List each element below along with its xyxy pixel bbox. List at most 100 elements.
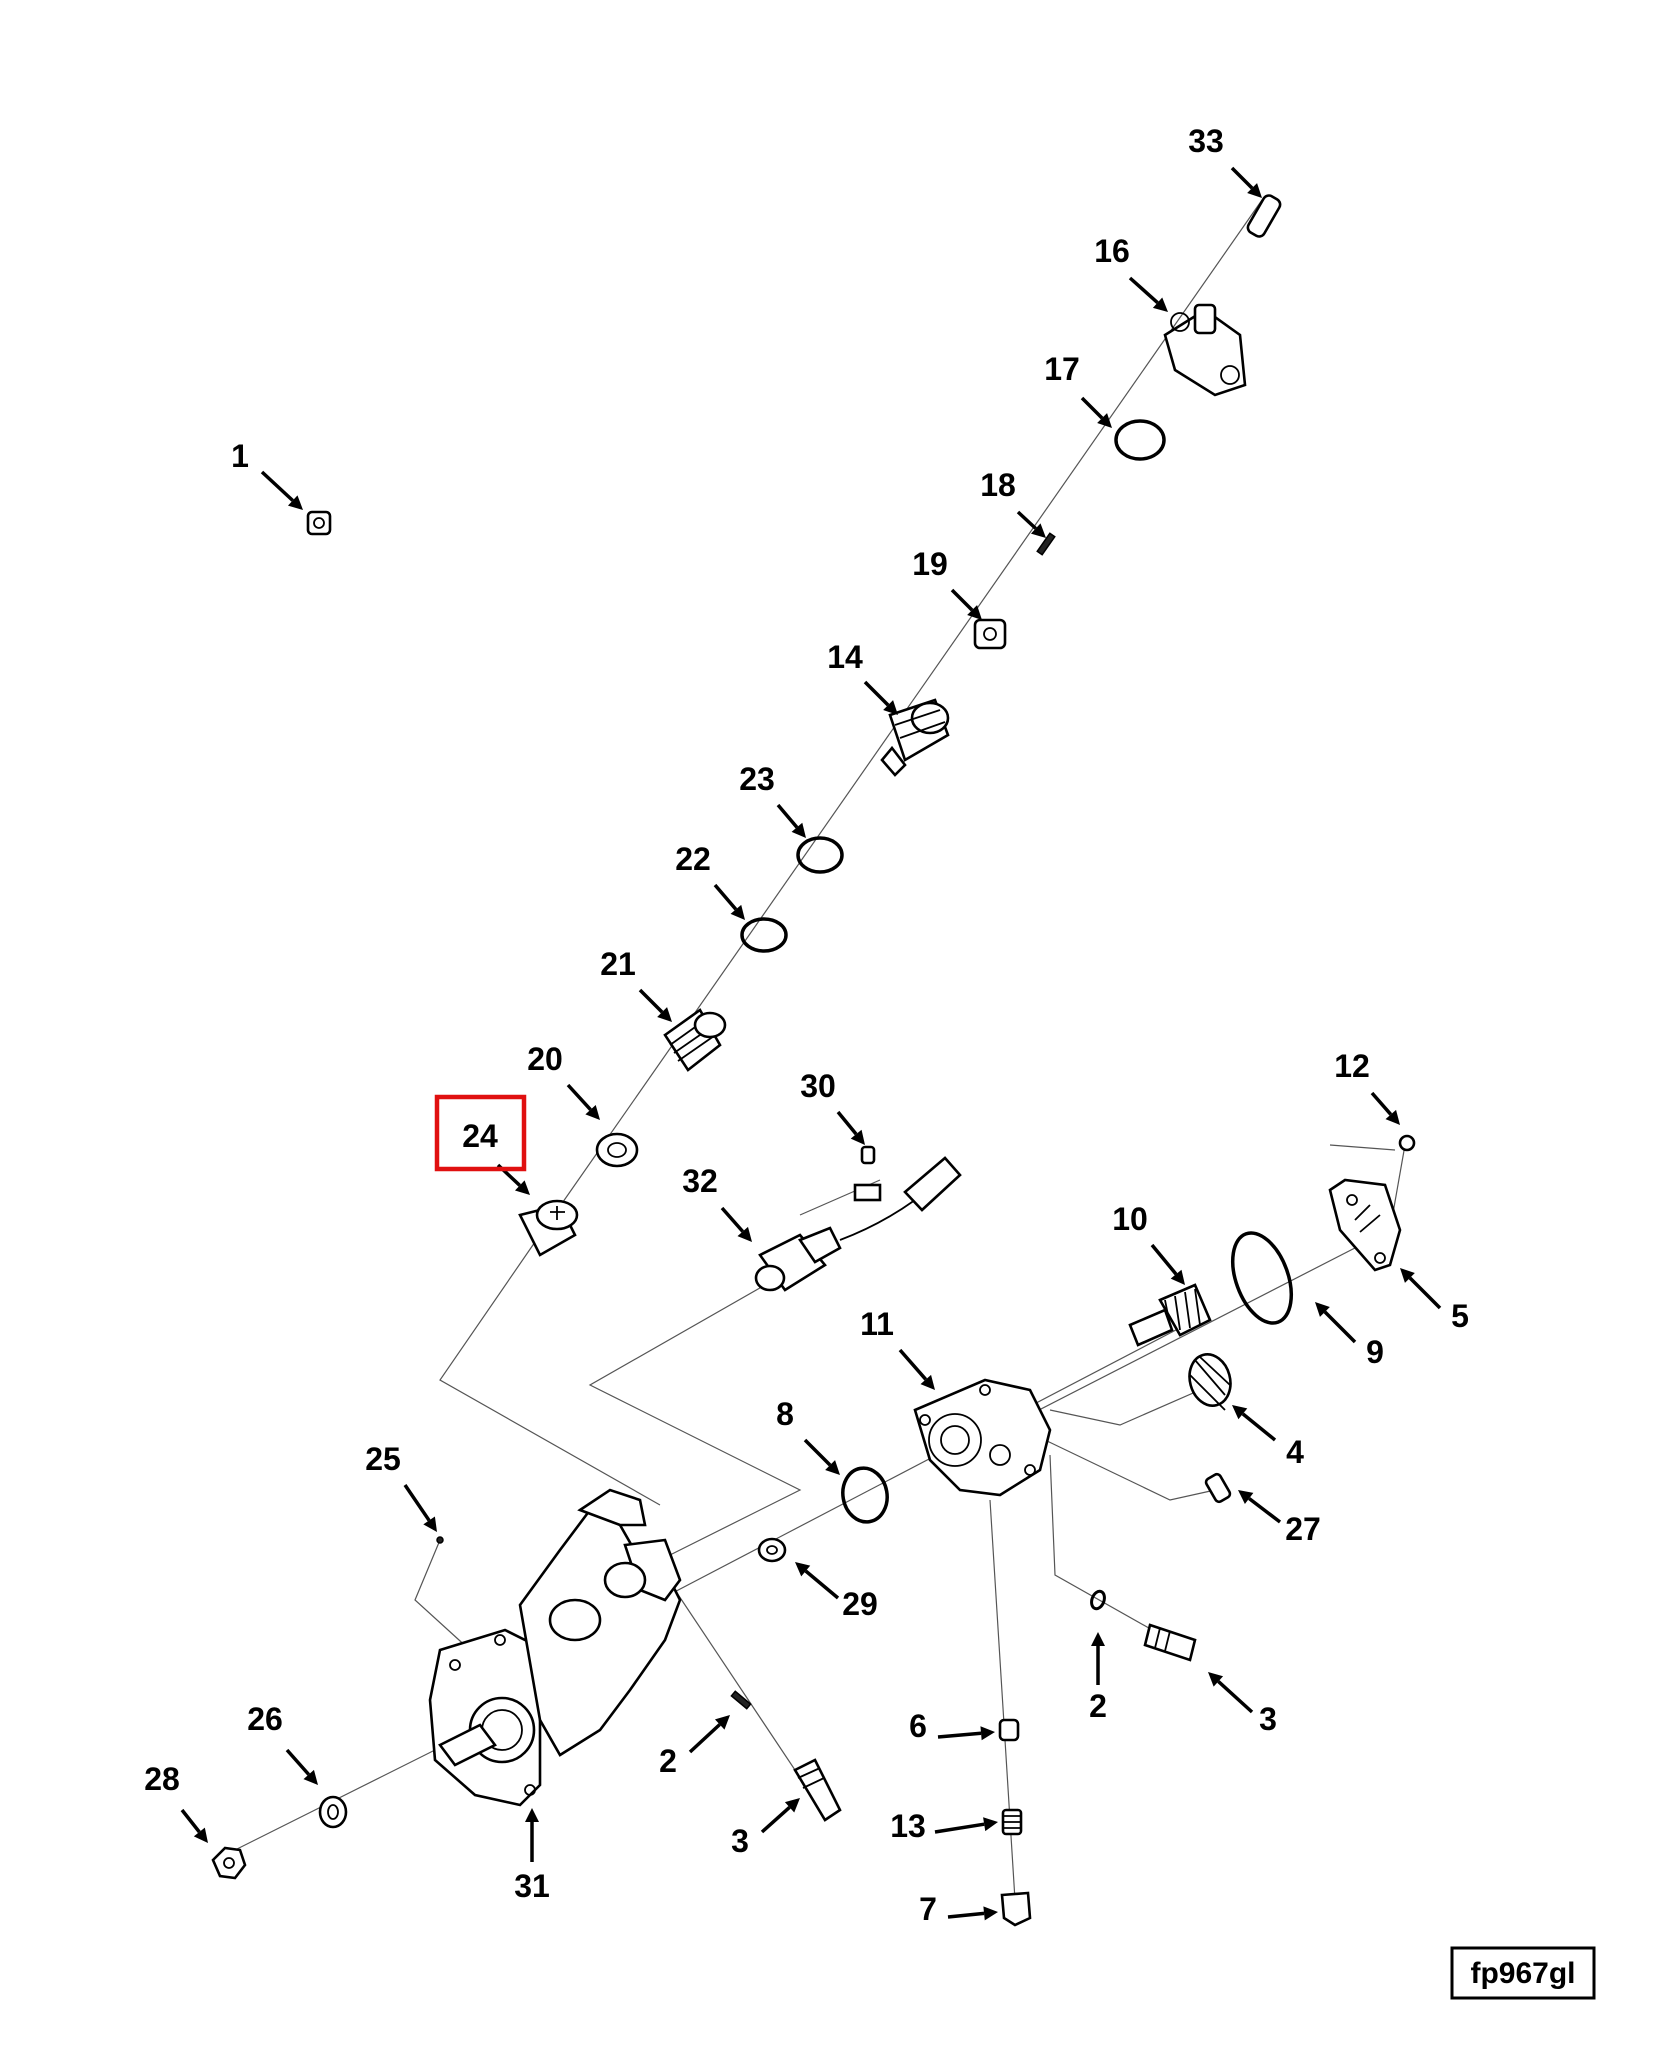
callout-arrowhead-18	[1030, 523, 1046, 538]
part-10-gear-shaft	[1128, 1283, 1212, 1347]
callout-arrowhead-32	[737, 1226, 752, 1242]
part-24-piston	[518, 1199, 579, 1257]
part-11-pump-body	[913, 1378, 1052, 1497]
callout-number-10: 10	[1112, 1201, 1148, 1237]
callout-number-21: 21	[600, 946, 636, 982]
callout-number-25: 25	[365, 1441, 401, 1477]
part-9-o-ring	[1231, 1231, 1293, 1325]
callout-leader-29	[804, 1569, 840, 1600]
callout-leader-4	[1241, 1412, 1277, 1442]
callout-arrowhead-12	[1385, 1109, 1400, 1125]
callout-arrowhead-31	[525, 1808, 539, 1822]
part-30-screw	[860, 1145, 876, 1165]
callout-number-19: 19	[912, 546, 948, 582]
part-3-fitting-lower	[793, 1758, 842, 1822]
part-14-valve	[880, 698, 950, 777]
callout-9: 9	[1315, 1302, 1384, 1370]
callout-arrowhead-6	[980, 1726, 995, 1741]
figure-id-badge: fp967gl	[1450, 1946, 1596, 2000]
callout-number-27: 27	[1285, 1511, 1321, 1547]
callout-leader-23	[776, 803, 799, 829]
callout-19: 19	[912, 546, 982, 620]
callout-number-4: 4	[1286, 1434, 1304, 1470]
callout-10: 10	[1112, 1201, 1185, 1285]
part-28-nut	[211, 1846, 247, 1880]
callout-13: 13	[890, 1808, 998, 1844]
part-18-pin	[1036, 532, 1056, 556]
callout-6: 6	[909, 1708, 995, 1744]
callout-arrowhead-4	[1232, 1405, 1248, 1420]
callout-number-16: 16	[1094, 233, 1130, 269]
callout-leader-8	[803, 1438, 832, 1467]
part-12-screw	[1398, 1134, 1416, 1152]
part-33-pin	[1246, 194, 1282, 238]
callout-arrowhead-5	[1400, 1268, 1415, 1283]
callout-number-13: 13	[890, 1808, 926, 1844]
callout-4: 4	[1232, 1405, 1304, 1470]
callout-1: 1	[231, 438, 303, 510]
callout-number-6: 6	[909, 1708, 927, 1744]
callout-leader-14	[863, 680, 890, 707]
part-7-plug	[1000, 1891, 1032, 1927]
callout-arrowhead-7	[983, 1906, 998, 1921]
callout-32: 32	[682, 1163, 752, 1242]
callout-30: 30	[800, 1068, 865, 1145]
callout-leader-28	[180, 1808, 201, 1834]
callout-arrowhead-8	[825, 1460, 840, 1475]
callout-number-28: 28	[144, 1761, 180, 1797]
callout-number-1: 1	[231, 438, 249, 474]
callout-3: 3	[1208, 1672, 1277, 1737]
callout-11: 11	[860, 1306, 935, 1390]
callout-arrowhead-28	[193, 1827, 208, 1843]
callout-arrowhead-9	[1315, 1302, 1330, 1317]
part-31-pump-housing	[428, 1488, 682, 1807]
callout-leader-6	[937, 1731, 982, 1739]
callout-leader-26	[285, 1748, 311, 1776]
callout-number-12: 12	[1334, 1048, 1370, 1084]
callout-leader-17	[1080, 396, 1104, 420]
callout-leader-18	[1016, 510, 1037, 530]
part-2-o-ring-right	[1090, 1589, 1106, 1611]
callout-arrowhead-24	[514, 1180, 530, 1195]
callout-number-29: 29	[842, 1586, 878, 1622]
callout-layer: 3316171819142322212024130321210591148272…	[144, 123, 1469, 1927]
callout-number-33: 33	[1188, 123, 1224, 159]
callout-16: 16	[1094, 233, 1168, 312]
callout-number-23: 23	[739, 761, 775, 797]
callout-number-3: 3	[1259, 1701, 1277, 1737]
callout-20: 20	[527, 1041, 600, 1120]
callout-2: 2	[659, 1715, 730, 1779]
callout-25: 25	[365, 1441, 437, 1532]
callout-24: 24	[462, 1118, 530, 1195]
callout-29: 29	[795, 1562, 878, 1622]
callout-number-30: 30	[800, 1068, 836, 1104]
callout-leader-21	[638, 988, 664, 1014]
callout-arrowhead-19	[967, 605, 982, 620]
callout-leader-10	[1150, 1243, 1178, 1276]
callout-number-22: 22	[675, 841, 711, 877]
callout-arrowhead-30	[850, 1129, 865, 1145]
callout-arrowhead-3	[1208, 1672, 1224, 1687]
part-23-o-ring	[796, 836, 844, 874]
part-29-nut	[757, 1537, 787, 1563]
callout-number-3: 3	[731, 1823, 749, 1859]
callout-28: 28	[144, 1761, 208, 1843]
parts	[211, 194, 1416, 1927]
callout-number-9: 9	[1366, 1334, 1384, 1370]
callout-leader-13	[934, 1822, 985, 1834]
callout-22: 22	[675, 841, 745, 920]
assembly-centerlines	[224, 199, 1406, 1901]
callout-number-18: 18	[980, 467, 1016, 503]
part-13-spring	[1001, 1808, 1023, 1836]
callout-number-17: 17	[1044, 351, 1080, 387]
callout-arrowhead-10	[1170, 1269, 1185, 1285]
part-4-gear	[1188, 1353, 1232, 1411]
callout-31: 31	[514, 1808, 550, 1904]
part-1-plug	[306, 510, 332, 536]
callout-2: 2	[1089, 1632, 1107, 1724]
callout-number-31: 31	[514, 1868, 550, 1904]
callout-arrowhead-2	[1091, 1632, 1105, 1646]
callout-leader-22	[713, 883, 738, 911]
callout-number-2: 2	[659, 1743, 677, 1779]
